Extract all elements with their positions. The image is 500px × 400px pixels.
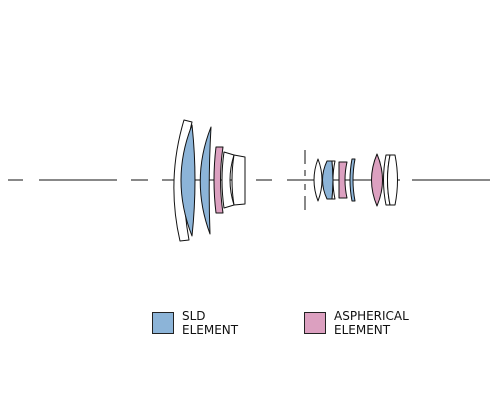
legend-sld-swatch [152,312,174,334]
lens-element-12-aspherical [371,153,383,207]
legend-sld-line1: SLD [182,309,206,323]
lens-element-9 [331,160,336,200]
lens-element-14 [387,154,398,206]
lens-element-8-sld [322,160,334,200]
legend-sld-element: SLD ELEMENT [152,309,262,339]
lens-element-6 [231,154,246,206]
rear-lens-group [313,153,398,207]
legend-aspherical-line1: ASPHERICAL [334,309,409,323]
legend-sld-line2: ELEMENT [182,323,239,337]
lens-element-11-sld [349,158,356,202]
legend-sld-label: SLD ELEMENT [182,309,238,337]
legend-aspherical-label: ASPHERICAL ELEMENT [334,309,409,337]
lens-element-2-sld [180,124,196,237]
lens-element-7 [313,158,323,202]
lens-element-3-sld [199,126,212,235]
legend-aspherical-swatch [304,312,326,334]
legend-aspherical-element: ASPHERICAL ELEMENT [304,309,434,339]
legend-aspherical-line2: ELEMENT [334,323,391,337]
lens-element-10-aspherical [338,161,348,199]
front-lens-group [173,119,246,242]
lens-element-4-aspherical [213,146,224,214]
